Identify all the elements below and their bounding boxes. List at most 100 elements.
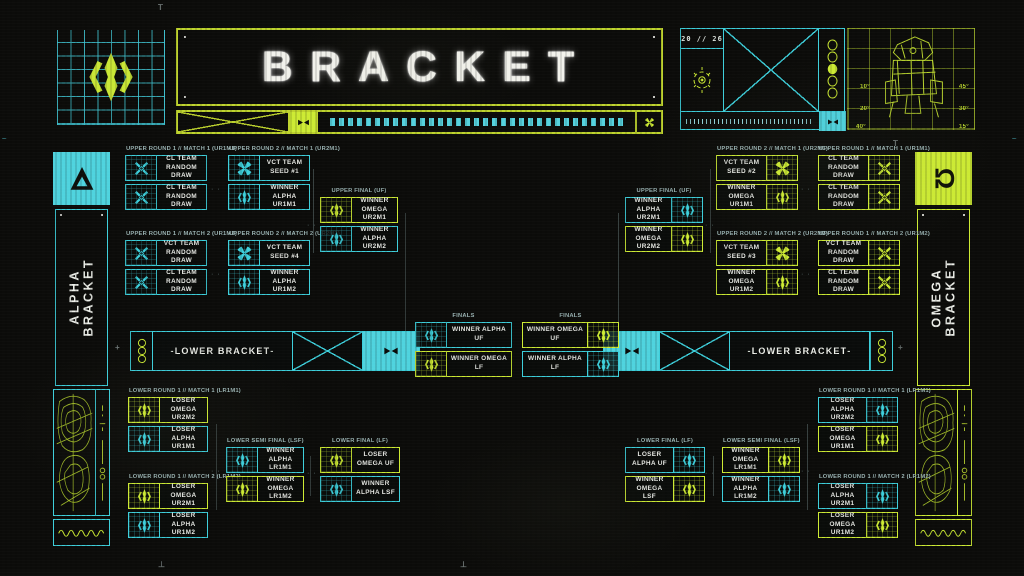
team-slot[interactable]: WINNER OMEGA UF [522, 322, 619, 348]
team-slot[interactable]: LOSER OMEGA UR1M1 [818, 426, 898, 452]
team-slot[interactable]: WINNER OMEGA LF [415, 351, 512, 377]
omega-logo-box: Ω [915, 152, 972, 205]
team-slot[interactable]: WINNER ALPHA LR1M1 [226, 447, 304, 473]
edge-dash: – [2, 134, 7, 143]
team-slot[interactable]: LOSER ALPHA UR1M2 [128, 512, 208, 538]
omega-map-panel [915, 389, 972, 516]
match-label: LOWER SEMI FINAL (LSF) [723, 438, 800, 444]
team-slot[interactable]: LOSER ALPHA UF [625, 447, 705, 473]
match-label: UPPER ROUND 1 // MATCH 1 (UR1M1) [126, 146, 237, 152]
team-slot[interactable]: WINNER OMEGA LR1M2 [226, 476, 304, 502]
team-slot[interactable]: WINNER OMEGA UR1M2 [716, 269, 798, 295]
emblem-icon [129, 398, 160, 422]
team-slot[interactable]: VCT TEAM RANDOM DRAW [818, 240, 900, 266]
team-slot[interactable]: CL TEAM RANDOM DRAW [125, 269, 207, 295]
alpha-wave-panel [53, 519, 110, 546]
vct-logo-icon [126, 241, 157, 265]
play-button[interactable] [819, 111, 846, 131]
chain-circles-icon [827, 39, 838, 99]
emblem-icon [227, 448, 258, 472]
connector-dots: · · [211, 468, 221, 475]
match-omega-ur1m2: UPPER ROUND 1 // MATCH 2 (UR1M2) VCT TEA… [818, 231, 930, 298]
match-alpha-ur1m2: UPPER ROUND 1 // MATCH 2 (UR1M2) VCT TEA… [125, 231, 237, 298]
match-label: FINALS [452, 313, 475, 319]
match-alpha-lower-semifinal: LOWER SEMI FINAL (LSF) WINNER ALPHA LR1M… [226, 438, 304, 505]
emblem-icon [866, 427, 897, 451]
plus-mark: + [115, 343, 120, 352]
match-label: UPPER ROUND 1 // MATCH 2 (UR1M2) [819, 231, 930, 237]
match-label: UPPER ROUND 2 // MATCH 2 (UR2M2) [717, 231, 828, 237]
match-alpha-lr1m2: LOWER ROUND 1 // MATCH 2 (LR1M2) LOSER O… [128, 474, 241, 541]
team-slot[interactable]: LOSER OMEGA UF [320, 447, 400, 473]
team-slot[interactable]: WINNER OMEGA LR1M1 [722, 447, 800, 473]
team-slot[interactable]: CL TEAM RANDOM DRAW [125, 184, 207, 210]
title-strip [176, 110, 663, 134]
gauge-marks-icon [959, 394, 970, 512]
team-slot[interactable]: WINNER OMEGA UR1M1 [716, 184, 798, 210]
match-label: LOWER FINAL (LF) [332, 438, 388, 444]
omega-bracket-label: OMEGA BRACKET [929, 258, 958, 337]
team-slot[interactable]: WINNER ALPHA UF [415, 322, 512, 348]
vct-logo-icon [126, 270, 157, 294]
crossed-box [178, 112, 290, 132]
team-slot[interactable]: LOSER OMEGA UR2M2 [128, 397, 208, 423]
stacked-rings-icon [877, 338, 886, 364]
team-slot[interactable]: CL TEAM RANDOM DRAW [818, 184, 900, 210]
team-slot[interactable]: VCT TEAM RANDOM DRAW [125, 240, 207, 266]
wireframe-turret-icon [885, 36, 943, 118]
emblem-icon [227, 477, 258, 501]
team-slot[interactable]: WINNER ALPHA LF [522, 351, 619, 377]
close-box[interactable] [635, 112, 661, 132]
team-slot[interactable]: WINNER ALPHA UR1M2 [228, 269, 310, 295]
team-slot[interactable]: VCT TEAM SEED #3 [716, 240, 798, 266]
team-slot[interactable]: WINNER ALPHA UR2M1 [625, 197, 703, 223]
match-label: LOWER ROUND 1 // MATCH 2 (LR1M2) [819, 474, 931, 480]
emblem-icon [671, 227, 702, 251]
match-label: UPPER ROUND 1 // MATCH 1 (UR1M1) [819, 146, 930, 152]
connector-dots: · · [211, 186, 221, 193]
x-pinwheel-icon [644, 117, 655, 128]
match-label: LOWER ROUND 1 // MATCH 1 (LR1M1) [129, 388, 241, 394]
emblem-icon [229, 270, 260, 294]
play-button[interactable] [363, 332, 419, 370]
team-slot[interactable]: WINNER OMEGA LSF [625, 476, 705, 502]
match-label: FINALS [559, 313, 582, 319]
team-slot[interactable]: VCT TEAM SEED #1 [228, 155, 310, 181]
team-slot[interactable]: WINNER OMEGA UR2M1 [320, 197, 398, 223]
team-slot[interactable]: CL TEAM RANDOM DRAW [818, 269, 900, 295]
play-button[interactable] [290, 112, 318, 132]
connector-dots: · · [705, 222, 715, 229]
gauge-marks-icon [97, 394, 108, 512]
team-slot[interactable]: WINNER ALPHA LR1M2 [722, 476, 800, 502]
match-label: UPPER ROUND 1 // MATCH 2 (UR1M2) [126, 231, 237, 237]
team-slot[interactable]: WINNER ALPHA LSF [320, 476, 400, 502]
team-slot[interactable]: WINNER ALPHA UR1M1 [228, 184, 310, 210]
progress-ticks [330, 118, 623, 126]
match-finals-left: FINALS WINNER ALPHA UF WINNER OMEGA LF [415, 313, 512, 380]
match-omega-upper-final: UPPER FINAL (UF) WINNER ALPHA UR2M1 WINN… [625, 188, 703, 255]
connector-dots: · · [801, 468, 811, 475]
team-slot[interactable]: CL TEAM RANDOM DRAW [125, 155, 207, 181]
seed-x-icon [229, 241, 260, 265]
team-slot[interactable]: LOSER OMEGA UR2M1 [128, 483, 208, 509]
team-slot[interactable]: LOSER ALPHA UR2M2 [818, 397, 898, 423]
match-label: UPPER FINAL (UF) [331, 188, 387, 194]
team-slot[interactable]: VCT TEAM SEED #2 [716, 155, 798, 181]
connector-line [310, 456, 311, 496]
lower-bracket-label: LOWER BRACKET [751, 346, 848, 356]
edge-dash: – [1012, 134, 1017, 143]
team-slot[interactable]: LOSER ALPHA UR2M1 [818, 483, 898, 509]
crosshair-cell [681, 49, 724, 111]
team-slot[interactable]: VCT TEAM SEED #4 [228, 240, 310, 266]
emblem-icon [766, 185, 797, 209]
team-slot[interactable]: LOSER ALPHA UR1M1 [128, 426, 208, 452]
team-slot[interactable]: LOSER OMEGA UR1M2 [818, 512, 898, 538]
team-slot[interactable]: CL TEAM RANDOM DRAW [818, 155, 900, 181]
vct-logo-icon [868, 185, 899, 209]
lower-bracket-bar-right: - LOWER BRACKET - [603, 331, 893, 371]
emblem-icon [587, 323, 618, 347]
angle-label: 40° [856, 124, 866, 130]
hud-panel: 20 // 26 [680, 28, 846, 131]
team-slot[interactable]: WINNER OMEGA UR2M2 [625, 226, 703, 252]
team-slot[interactable]: WINNER ALPHA UR2M2 [320, 226, 398, 252]
